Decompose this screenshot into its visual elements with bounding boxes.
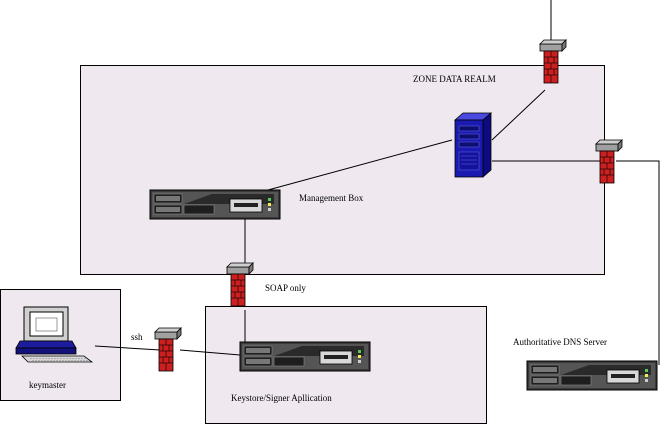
authoritative-dns-server-icon [526,360,658,391]
workstation-computer-icon [15,306,94,363]
firewall-ssh-icon [154,327,182,372]
management-box-label: Management Box [299,193,364,203]
authoritative-dns-label: Authoritative DNS Server [513,337,607,347]
soap-only-label: SOAP only [265,283,306,293]
tower-server-icon [453,112,493,178]
zone-data-realm-label: ZONE DATA REALM [413,74,496,84]
firewall-soap-icon [226,262,254,307]
management-box-server-icon [149,189,281,220]
connection-lines [94,0,660,365]
ssh-label: ssh [131,332,143,342]
keystore-signer-label: Keystore/Signer Apllication [231,393,332,403]
keystore-signer-server-icon [239,341,371,372]
keymaster-label: keymaster [29,380,66,390]
